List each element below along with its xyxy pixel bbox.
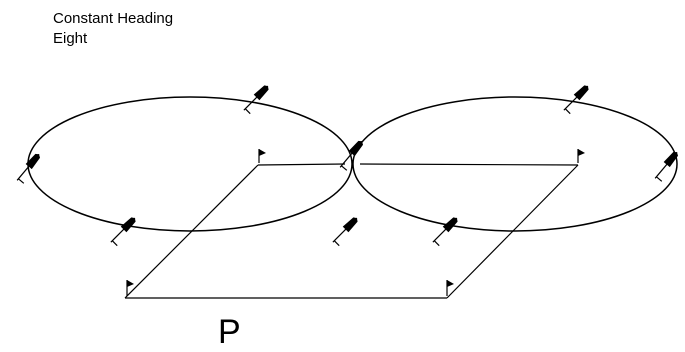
- pylon-flag-icon: [577, 149, 585, 163]
- pylon-flag-icon: [258, 149, 266, 163]
- aircraft-icon: [339, 140, 364, 171]
- aircraft-icon: [16, 153, 41, 184]
- title-line-2: Eight: [53, 30, 88, 47]
- title-line-1: Constant Heading: [53, 10, 174, 27]
- right-edge: [446, 164, 579, 299]
- pylon-flag-icon: [446, 280, 454, 296]
- left-edge: [124, 164, 259, 299]
- top-edge-left-segment: [257, 163, 346, 166]
- aircraft-icon: [110, 217, 136, 247]
- aircraft-icon: [563, 85, 589, 115]
- diagram-title: Constant Heading Eight: [53, 9, 173, 49]
- parallelogram-path: [124, 163, 579, 299]
- aircraft-icon: [432, 217, 458, 247]
- aircraft-icon: [654, 151, 679, 182]
- aircraft-icon: [332, 217, 358, 247]
- aircraft-icon: [243, 85, 269, 115]
- right-loop: [352, 96, 678, 232]
- pylon-flag-icon: [126, 280, 134, 296]
- parallelogram-label: P: [218, 313, 241, 351]
- top-edge-right-segment: [359, 163, 579, 166]
